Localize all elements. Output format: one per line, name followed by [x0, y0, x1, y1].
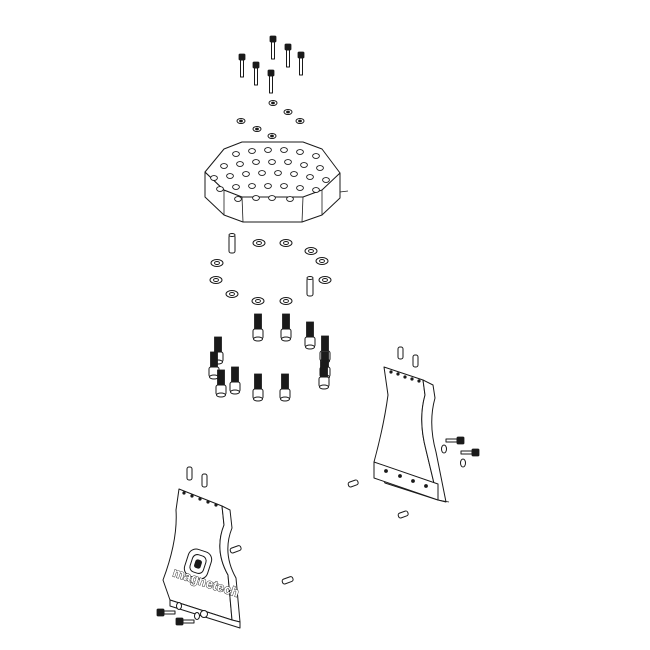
washer — [295, 118, 305, 124]
plate-hole — [236, 161, 244, 167]
plate-hole — [322, 177, 330, 183]
plate-hole — [286, 196, 294, 202]
socket-head-bolt — [279, 373, 291, 402]
plate-hole — [216, 186, 224, 192]
washer — [267, 133, 277, 139]
dowel-pin — [228, 233, 236, 254]
plate-hole — [268, 195, 276, 201]
plate-hole — [312, 153, 320, 159]
socket-head-bolt — [229, 366, 241, 395]
washer — [252, 239, 266, 247]
cap-screw — [460, 448, 480, 457]
socket-head-bolt — [280, 313, 292, 342]
plate-hole — [268, 159, 276, 165]
plate-hole — [274, 170, 282, 176]
washer — [176, 602, 182, 610]
socket-head-bolt — [318, 361, 330, 390]
washer — [318, 276, 332, 284]
washer — [441, 444, 447, 454]
plate-hole — [252, 195, 260, 201]
plate-hole — [300, 162, 308, 168]
washer — [268, 100, 278, 106]
lower-bolt-group — [208, 313, 331, 402]
plate-hole — [258, 170, 266, 176]
dowel-pin — [412, 354, 419, 368]
dowel-pin — [229, 545, 242, 554]
dowel-pin — [281, 576, 294, 585]
plate-hole — [312, 187, 320, 193]
mounting-plate — [204, 141, 349, 223]
right-bracket — [347, 346, 480, 519]
top-screw-group — [238, 35, 305, 94]
cap-screw — [252, 61, 260, 86]
washer — [252, 126, 262, 132]
plate-hole — [220, 163, 228, 169]
cap-screw — [267, 69, 275, 94]
washer — [225, 290, 239, 298]
cap-screw — [175, 617, 195, 626]
washer — [460, 458, 466, 468]
cap-screw — [238, 53, 246, 78]
socket-head-bolt — [252, 313, 264, 342]
washer — [304, 247, 318, 255]
washer — [209, 276, 223, 284]
plate-hole — [284, 159, 292, 165]
socket-head-bolt — [304, 321, 316, 350]
plate-hole — [264, 147, 272, 153]
left-bracket: magnetech — [156, 466, 294, 629]
plate-hole — [232, 151, 240, 157]
plate-hole — [234, 196, 242, 202]
washer — [283, 109, 293, 115]
plate-hole — [264, 183, 272, 189]
washer — [210, 259, 224, 267]
washer — [279, 239, 293, 247]
plate-hole — [252, 159, 260, 165]
washer — [236, 118, 246, 124]
dowel-pin — [397, 346, 404, 360]
plate-hole — [306, 174, 314, 180]
washer — [194, 612, 200, 620]
plate-hole — [248, 148, 256, 154]
plate-hole — [226, 173, 234, 179]
plate-hole-pattern — [210, 147, 330, 202]
plate-hole — [290, 171, 298, 177]
plate-hole — [316, 165, 324, 171]
brand-logo-mark — [183, 548, 213, 580]
top-washer-group — [236, 100, 305, 139]
plate-hole — [248, 183, 256, 189]
dowel-pin — [186, 466, 193, 481]
plate-hole — [232, 184, 240, 190]
cap-screw — [284, 43, 292, 68]
washer — [315, 257, 329, 265]
plate-hole — [242, 171, 250, 177]
cap-screw — [297, 51, 305, 76]
dowel-pin — [347, 479, 359, 488]
washer — [251, 297, 265, 305]
plate-hole — [280, 147, 288, 153]
dowel-pin — [397, 510, 409, 519]
plate-hole — [280, 183, 288, 189]
cap-screw — [269, 35, 277, 60]
dowel-pin — [306, 276, 314, 297]
plate-hole — [296, 149, 304, 155]
plate-hole — [210, 175, 218, 181]
washer — [279, 297, 293, 305]
cap-screw — [156, 608, 176, 617]
middle-hardware — [209, 233, 332, 305]
plate-hole — [296, 185, 304, 191]
cap-screw — [445, 436, 465, 445]
dowel-pin — [201, 473, 208, 488]
socket-head-bolt — [215, 369, 227, 398]
socket-head-bolt — [252, 373, 264, 402]
